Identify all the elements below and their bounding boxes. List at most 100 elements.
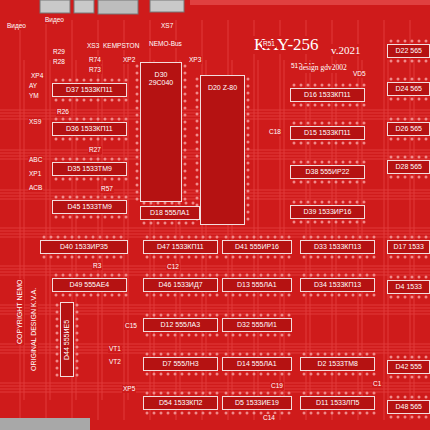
- pin-pad: [69, 79, 72, 82]
- ic-chip: D54 1533КП2: [143, 396, 218, 410]
- pin-pad: [288, 353, 291, 356]
- pin-pad: [418, 276, 421, 279]
- pin-pad: [366, 412, 369, 415]
- pin-pad: [345, 412, 348, 415]
- pin-pad: [184, 170, 187, 173]
- pin-pad: [196, 120, 199, 123]
- pin-pad: [247, 120, 250, 123]
- pin-pad: [404, 416, 407, 419]
- pin-pad: [411, 416, 414, 419]
- pin-pad: [281, 334, 284, 337]
- pin-pad: [232, 373, 235, 376]
- chip-label: D38 555ИР22: [306, 168, 350, 176]
- pin-pad: [202, 373, 205, 376]
- pin-pad: [55, 118, 58, 121]
- pin-pad: [293, 142, 296, 145]
- silkscreen-label: XP4: [30, 72, 44, 80]
- pin-pad: [209, 334, 212, 337]
- pin-pad: [274, 334, 277, 337]
- pin-pad: [390, 276, 393, 279]
- pin-pad: [188, 294, 191, 297]
- pin-pad: [174, 274, 177, 277]
- ic-chip: D41 555ИР16: [222, 240, 292, 254]
- pin-pad: [293, 221, 296, 224]
- copper-trace: [0, 237, 430, 238]
- pin-pad: [404, 256, 407, 259]
- pin-pad: [69, 294, 72, 297]
- pin-pad: [328, 142, 331, 145]
- pin-pad: [317, 412, 320, 415]
- pin-pad: [185, 202, 188, 205]
- pin-pad: [196, 155, 199, 158]
- chip-label: D16 1533КП11: [304, 91, 351, 99]
- pin-pad: [43, 256, 46, 259]
- pin-pad: [56, 367, 59, 370]
- pin-pad: [181, 256, 184, 259]
- pin-pad: [225, 294, 228, 297]
- pin-pad: [160, 236, 163, 239]
- copper-trace: [128, 60, 129, 400]
- pin-pad: [425, 396, 428, 399]
- pin-pad: [76, 346, 79, 349]
- silkscreen-label: R3: [92, 262, 102, 270]
- pin-pad: [328, 221, 331, 224]
- pin-pad: [345, 236, 348, 239]
- pin-pad: [136, 191, 139, 194]
- pin-pad: [411, 176, 414, 179]
- pin-pad: [303, 392, 306, 395]
- pin-pad: [345, 373, 348, 376]
- pin-pad: [404, 40, 407, 43]
- pin-pad: [247, 169, 250, 172]
- pin-pad: [267, 314, 270, 317]
- pin-pad: [111, 294, 114, 297]
- pin-pad: [225, 353, 228, 356]
- pin-pad: [411, 156, 414, 159]
- pin-pad: [136, 86, 139, 89]
- pin-pad: [356, 221, 359, 224]
- pin-pad: [317, 236, 320, 239]
- pin-pad: [181, 353, 184, 356]
- pin-pad: [225, 412, 228, 415]
- ic-chip: D15 1533КП11: [290, 126, 365, 140]
- pin-pad: [331, 373, 334, 376]
- pin-pad: [352, 412, 355, 415]
- pin-pad: [404, 376, 407, 379]
- pin-pad: [104, 79, 107, 82]
- pin-pad: [164, 222, 167, 225]
- pin-pad: [167, 256, 170, 259]
- pin-pad: [184, 128, 187, 131]
- pin-pad: [342, 181, 345, 184]
- pin-pad: [404, 276, 407, 279]
- pin-pad: [418, 78, 421, 81]
- pin-pad: [267, 256, 270, 259]
- pin-pad: [246, 373, 249, 376]
- pin-pad: [225, 373, 228, 376]
- pin-pad: [195, 334, 198, 337]
- pin-pad: [76, 178, 79, 181]
- pin-pad: [195, 373, 198, 376]
- silkscreen-label: XS9: [28, 118, 42, 126]
- pin-pad: [260, 334, 263, 337]
- pin-pad: [209, 274, 212, 277]
- pin-pad: [232, 236, 235, 239]
- pin-pad: [349, 181, 352, 184]
- pin-pad: [83, 196, 86, 199]
- pin-pad: [196, 148, 199, 151]
- silkscreen-label: XP5: [122, 385, 136, 393]
- pin-pad: [253, 274, 256, 277]
- pin-pad: [188, 334, 191, 337]
- pin-pad: [281, 353, 284, 356]
- pin-pad: [56, 332, 59, 335]
- pin-pad: [209, 412, 212, 415]
- pin-pad: [274, 314, 277, 317]
- video-jack: [40, 0, 70, 13]
- pin-pad: [216, 412, 219, 415]
- pin-pad: [232, 334, 235, 337]
- pin-pad: [307, 84, 310, 87]
- pin-pad: [43, 236, 46, 239]
- pin-pad: [111, 99, 114, 102]
- ic-chip: D45 1533ТМ9: [52, 200, 127, 214]
- ic-chip: D2 1533ТМ8: [300, 357, 375, 371]
- kempston-connector: [98, 0, 138, 14]
- pin-pad: [317, 294, 320, 297]
